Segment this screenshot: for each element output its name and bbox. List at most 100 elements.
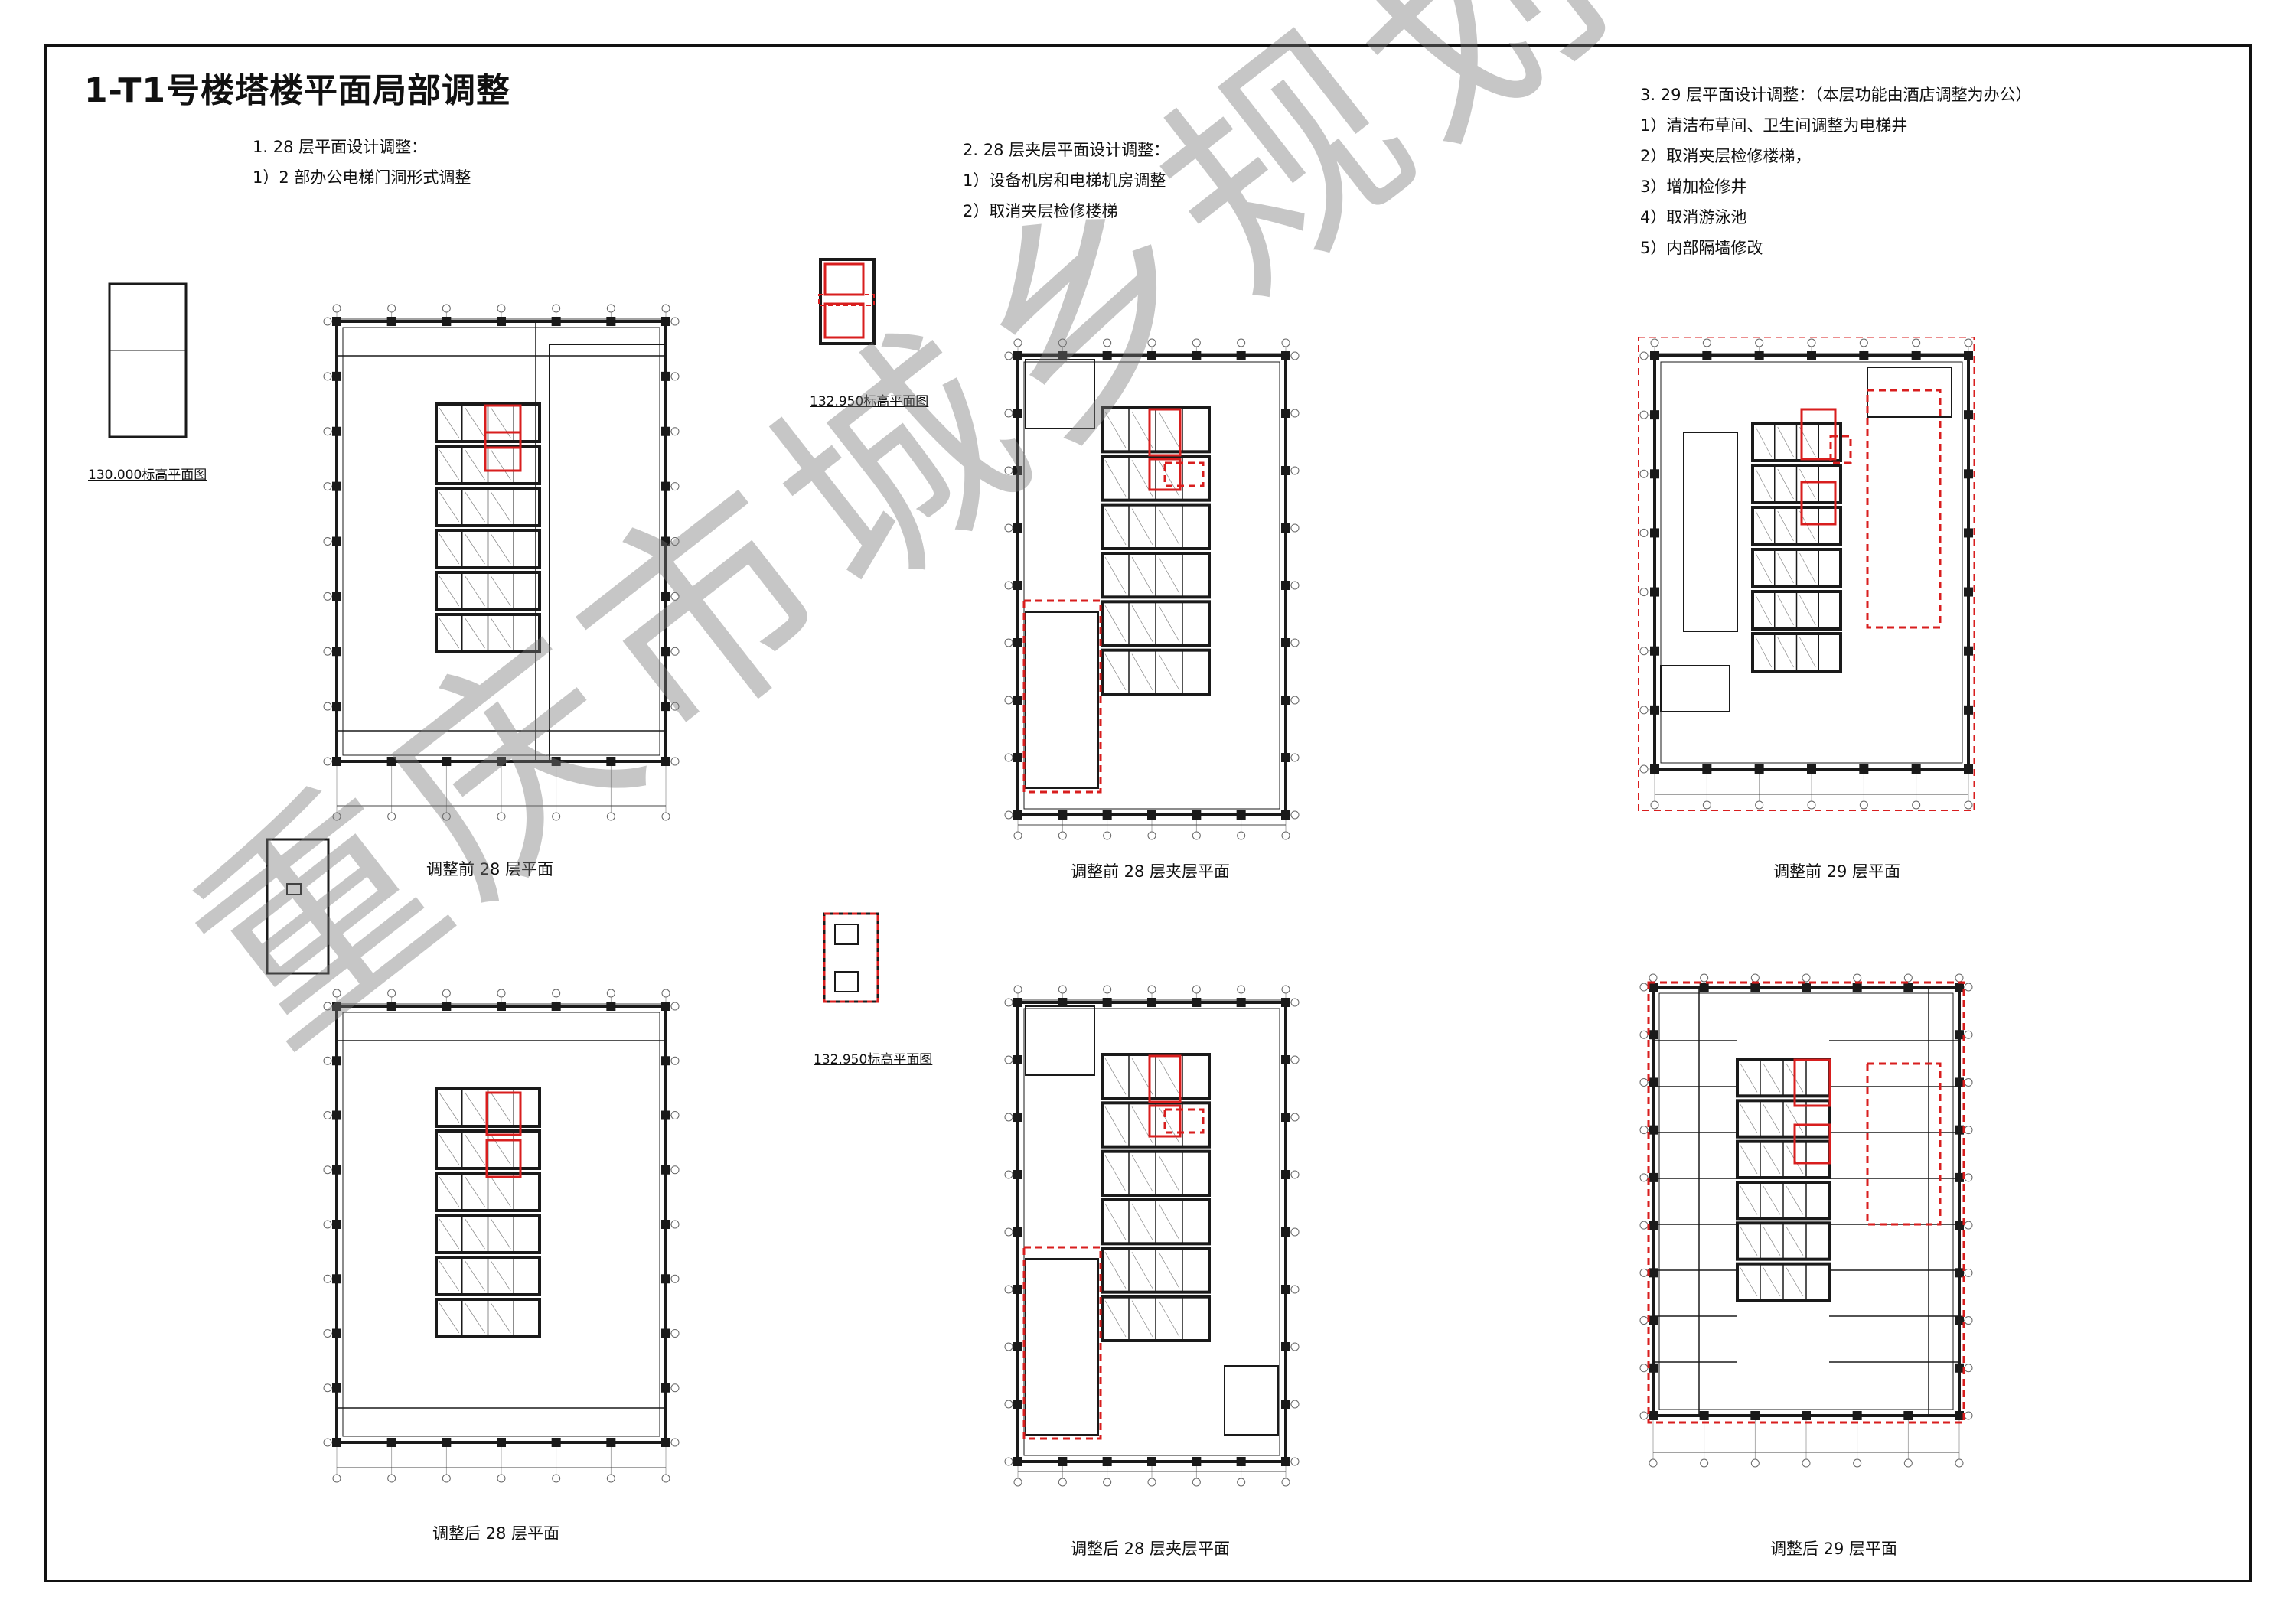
structural-column <box>1236 351 1246 360</box>
structural-column <box>661 1383 670 1393</box>
grid-bubble <box>1639 1411 1649 1420</box>
structural-column <box>1102 1457 1112 1466</box>
grid-bubble <box>1004 1400 1013 1409</box>
structural-column <box>1911 764 1921 774</box>
notes-item: 5）内部隔墙修改 <box>1640 239 1763 257</box>
structural-column <box>1964 764 1973 774</box>
shaft-cross <box>491 1302 511 1334</box>
notes-item: 2）取消夹层检修楼梯， <box>1640 147 1812 165</box>
structural-column <box>442 1002 452 1011</box>
structural-column <box>1903 983 1913 992</box>
grid-bubble <box>1807 800 1816 810</box>
structural-column <box>1058 351 1068 360</box>
grid-bubble <box>670 1002 680 1011</box>
mini-plan-132950-before <box>817 256 886 355</box>
shaft-cross <box>1158 1155 1180 1192</box>
sheet-title: 1-T1号楼塔楼平面局部调整 <box>84 71 511 110</box>
grid-bubble <box>323 1383 332 1393</box>
structural-column <box>1649 1125 1658 1135</box>
structural-column <box>332 317 341 326</box>
grid-bubble <box>1903 1458 1913 1468</box>
grid-bubble <box>1290 1285 1300 1294</box>
structural-column <box>1955 1125 1964 1135</box>
grid-bubble <box>1281 1478 1290 1487</box>
revision-cloud <box>1866 1062 1942 1226</box>
structural-column <box>1013 1170 1022 1179</box>
grid-bubble <box>1807 338 1816 347</box>
grid-bubble <box>1004 466 1013 475</box>
structural-column <box>1964 705 1973 715</box>
structural-column <box>1650 764 1659 774</box>
structural-column <box>1013 753 1022 762</box>
structural-column <box>1754 351 1764 360</box>
grid-bubble <box>552 812 561 821</box>
grid-bubble <box>1650 800 1659 810</box>
grid-bubble <box>670 757 680 766</box>
exterior-wall <box>1016 354 1287 816</box>
structural-column <box>1955 1030 1964 1040</box>
grid-bubble <box>497 304 506 313</box>
grid-bubble <box>1192 1478 1201 1487</box>
shaft-cross <box>1755 510 1773 542</box>
shaft-cross <box>1763 1145 1781 1175</box>
shaft-cross <box>1158 508 1180 546</box>
grid-bubble <box>670 482 680 491</box>
structural-column <box>661 1165 670 1175</box>
grid-bubble <box>1290 1170 1300 1179</box>
shaft-cross <box>1755 468 1773 500</box>
structural-column <box>1852 1411 1862 1420</box>
grid-bubble <box>1639 469 1649 478</box>
notes-28f: 1. 28 层平面设计调整： 1）2 部办公电梯门洞形式调整 <box>253 132 471 193</box>
grid-bubble <box>1639 706 1649 715</box>
structural-column <box>1281 1170 1290 1179</box>
shaft-cross <box>1755 595 1773 626</box>
plan-caption: 调整后 28 层平面 <box>432 1524 560 1543</box>
shaft-cross <box>1755 426 1773 458</box>
shaft-cross <box>465 575 485 607</box>
structural-column <box>1649 1221 1658 1230</box>
shaft-cross <box>1740 1267 1758 1297</box>
structural-column <box>1955 1268 1964 1278</box>
structural-column <box>497 1002 506 1011</box>
shaft-cross <box>1740 1227 1758 1256</box>
revision-cloud <box>1022 1246 1102 1440</box>
structural-column <box>1281 351 1290 360</box>
grid-bubble <box>1639 1221 1649 1230</box>
grid-bubble <box>1955 973 1964 983</box>
grid-bubble <box>387 304 396 313</box>
shaft-cross <box>1104 653 1127 691</box>
structural-column <box>1699 1411 1709 1420</box>
grid-bubble <box>1702 800 1711 810</box>
grid-bubble <box>1290 638 1300 647</box>
structural-column <box>1147 351 1156 360</box>
grid-bubble <box>1004 1457 1013 1466</box>
shaft-cross <box>1740 1063 1758 1093</box>
grid-bubble <box>1964 800 1973 810</box>
structural-column <box>332 1438 341 1447</box>
grid-bubble <box>323 1220 332 1229</box>
structural-column <box>1955 983 1964 992</box>
structural-column <box>1192 351 1202 360</box>
structural-column <box>1702 351 1712 360</box>
structural-column <box>661 1110 670 1120</box>
floor-plan-28f-before <box>321 302 681 823</box>
room-outline <box>549 344 665 762</box>
structural-column <box>1058 998 1068 1007</box>
floor-plan-29f-after <box>1638 972 1975 1469</box>
structural-column <box>1281 696 1290 705</box>
grid-bubble <box>1964 1173 1973 1182</box>
grid-bubble <box>1639 647 1649 656</box>
grid-bubble <box>442 1474 451 1483</box>
grid-bubble <box>1290 753 1300 762</box>
grid-bubble <box>442 304 451 313</box>
structural-column <box>1281 753 1290 762</box>
grid-bubble <box>1802 973 1811 983</box>
grid-bubble <box>670 1220 680 1229</box>
grid-bubble <box>1290 581 1300 590</box>
structural-column <box>1649 1077 1658 1087</box>
structural-column <box>1650 705 1659 715</box>
structural-column <box>1102 351 1112 360</box>
revision-highlight <box>1148 408 1182 457</box>
shaft-cross <box>439 1092 460 1123</box>
structural-column <box>661 1438 670 1447</box>
